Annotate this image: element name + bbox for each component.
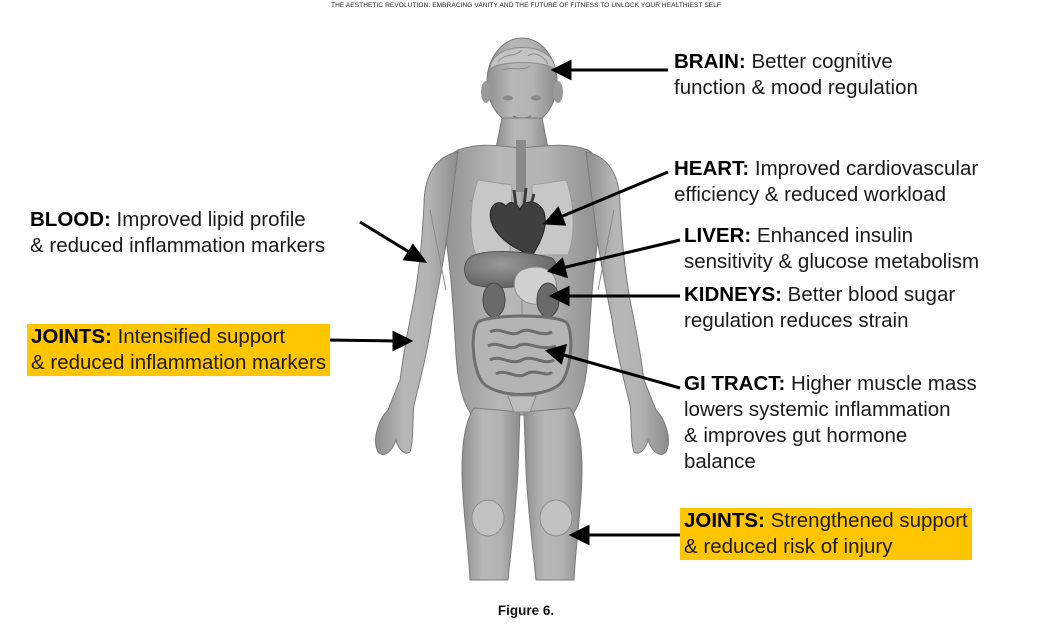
label-liver-line1: Enhanced insulin	[751, 224, 914, 247]
label-liver-line2: sensitivity & glucose metabolism	[684, 250, 980, 273]
label-brain-line2: function & mood regulation	[674, 76, 918, 99]
label-gi-tract-line1: Higher muscle mass	[785, 372, 977, 395]
label-joints-right-heading: JOINTS:	[684, 509, 765, 532]
trachea	[516, 140, 526, 192]
label-liver-heading: LIVER:	[684, 224, 752, 247]
label-gi-tract-line3: & improves gut hormone	[684, 424, 908, 447]
label-gi-tract-line2: lowers systemic inflammation	[684, 398, 951, 421]
label-heart: HEART: Improved cardiovascular efficienc…	[674, 156, 978, 208]
left-knee	[471, 499, 505, 537]
label-blood-line2: & reduced inflammation markers	[30, 234, 326, 257]
right-arm	[585, 151, 669, 455]
arrow-gi-tract	[544, 343, 568, 365]
right-leg	[523, 407, 583, 581]
arrow-kidneys	[548, 285, 570, 307]
arrow-heart	[542, 206, 567, 226]
label-brain-line1: Better cognitive	[745, 50, 893, 73]
label-joints-right-line1: Strengthened support	[764, 509, 968, 532]
label-joints-left-heading: JOINTS:	[31, 325, 112, 348]
label-joints-left-line2: & reduced inflammation markers	[31, 351, 327, 374]
running-header: THE AESTHETIC REVOLUTION: EMBRACING VANI…	[331, 2, 721, 9]
label-blood-line1: Improved lipid profile	[110, 208, 306, 231]
right-kidney	[536, 282, 560, 318]
label-kidneys: KIDNEYS: Better blood sugar regulation r…	[684, 282, 955, 334]
label-brain: BRAIN: Better cognitive function & mood …	[674, 49, 918, 101]
left-leg	[461, 407, 521, 581]
arrow-joints-left	[392, 330, 414, 352]
left-kidney	[482, 282, 506, 318]
arrow-joints-right	[568, 524, 590, 546]
label-liver: LIVER: Enhanced insulin sensitivity & gl…	[684, 223, 979, 275]
label-gi-tract-heading: GI TRACT:	[684, 372, 786, 395]
left-arm	[375, 151, 459, 455]
arrow-liver	[547, 257, 569, 279]
arrow-brain	[550, 59, 572, 81]
arrow-blood	[402, 243, 428, 263]
label-brain-heading: BRAIN:	[674, 50, 746, 73]
heart-organ	[489, 201, 546, 257]
label-gi-tract: GI TRACT: Higher muscle mass lowers syst…	[684, 371, 977, 475]
head	[481, 37, 563, 127]
bladder	[507, 395, 537, 413]
brain-shape	[489, 47, 556, 72]
label-heart-heading: HEART:	[674, 157, 750, 180]
label-gi-tract-line4: balance	[684, 450, 756, 473]
label-joints-right: JOINTS: Strengthened support & reduced r…	[680, 508, 972, 560]
figure-caption: Figure 6.	[497, 603, 555, 618]
label-heart-line2: efficiency & reduced workload	[674, 183, 946, 206]
label-blood: BLOOD: Improved lipid profile & reduced …	[30, 207, 325, 259]
label-kidneys-heading: KIDNEYS:	[684, 283, 782, 306]
annotation-arrows	[325, 59, 681, 546]
label-kidneys-line1: Better blood sugar	[781, 283, 956, 306]
label-joints-right-line2: & reduced risk of injury	[684, 535, 893, 558]
label-joints-left-line1: Intensified support	[111, 325, 286, 348]
intestines	[471, 314, 573, 396]
label-joints-left: JOINTS: Intensified support & reduced in…	[27, 324, 331, 376]
right-knee	[539, 499, 573, 537]
label-heart-line1: Improved cardiovascular	[749, 157, 979, 180]
label-blood-heading: BLOOD:	[30, 208, 111, 231]
label-kidneys-line2: regulation reduces strain	[684, 309, 909, 332]
